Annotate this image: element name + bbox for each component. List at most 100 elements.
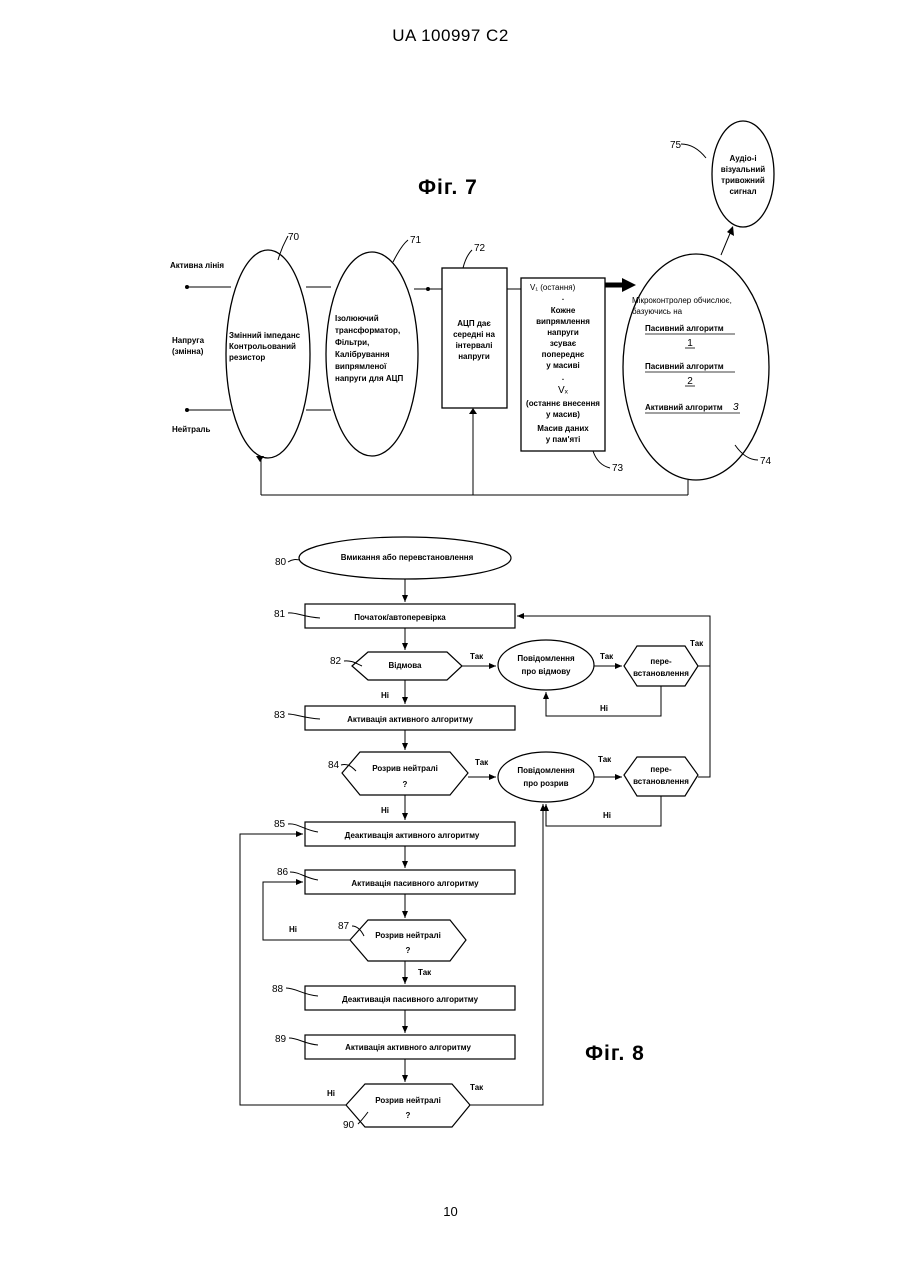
- node-83-text: Активація активного алгоритму: [347, 715, 473, 724]
- edge-84-no: Ні: [381, 806, 389, 815]
- edge-reset1-yes: Так: [690, 639, 704, 648]
- ref-85: 85: [274, 819, 286, 830]
- edge-90-no: Ні: [327, 1089, 335, 1098]
- msg-break-text-1: Повідомлення: [517, 766, 575, 775]
- block-75-line-4: сигнал: [729, 187, 756, 196]
- block-71-line-6: напруги для АЦП: [335, 374, 403, 383]
- block-73-a-6: у масиві: [546, 361, 579, 370]
- node-87-text-2: ?: [406, 946, 411, 955]
- block-71-line-5: випрямленої: [335, 362, 387, 371]
- block-74-intro-2: базуючись на: [632, 307, 683, 316]
- ref-88: 88: [272, 984, 284, 995]
- edge-reset1-no: Ні: [600, 704, 608, 713]
- block-71-line-3: Фільтри,: [335, 338, 369, 347]
- node-reset-1: [624, 646, 698, 686]
- ref-80: 80: [275, 557, 287, 568]
- node-msg-break: [498, 752, 594, 802]
- node-84-text-1: Розрив нейтралі: [372, 764, 438, 773]
- input-active-line: Активна лінія: [170, 261, 224, 270]
- block-74-intro-1: Мікроконтролер обчислює,: [632, 296, 732, 305]
- block-70-line-2: Контрольований: [229, 342, 296, 351]
- edge-87-no: Ні: [289, 925, 297, 934]
- edge-82-no: Ні: [381, 691, 389, 700]
- block-73-b-1: (останнє внесення: [526, 399, 600, 408]
- ref-83: 83: [274, 710, 286, 721]
- node-82-text: Відмова: [388, 661, 422, 670]
- page-number: 10: [0, 1204, 901, 1219]
- node-87-text-1: Розрив нейтралі: [375, 931, 441, 940]
- msg-fail-text-1: Повідомлення: [517, 654, 575, 663]
- ref-87: 87: [338, 921, 350, 932]
- node-90-text-1: Розрив нейтралі: [375, 1096, 441, 1105]
- fig8-title: Фіг. 8: [585, 1042, 645, 1065]
- block-72-line-4: напруги: [458, 352, 490, 361]
- block-70-line-1: Змінний імпеданс: [229, 331, 301, 340]
- msg-fail-text-2: про відмову: [522, 667, 571, 676]
- edge-82-yes: Так: [470, 652, 484, 661]
- edge-fail-yes: Так: [600, 652, 614, 661]
- fig7-title: Фіг. 7: [418, 176, 478, 199]
- block-75-line-3: тривожний: [721, 176, 765, 185]
- ref-84: 84: [328, 760, 340, 771]
- node-81-text: Початок/автоперевірка: [354, 613, 446, 622]
- ref-90: 90: [343, 1120, 355, 1131]
- block-73-a-3: напруги: [547, 328, 579, 337]
- input-neutral: Нейтраль: [172, 425, 210, 434]
- block-73-vx: Vₓ: [558, 385, 569, 396]
- edge-90-yes: Так: [470, 1083, 484, 1092]
- block-71-line-4: Калібрування: [335, 350, 390, 359]
- block-74-n1: 1: [687, 338, 693, 349]
- node-90: [346, 1084, 470, 1127]
- block-73-v1: V₁ (остання): [530, 283, 576, 292]
- edge-84-yes: Так: [475, 758, 489, 767]
- block-71-line-2: трансформатор,: [335, 326, 400, 335]
- block-73-a-5: попереднє: [542, 350, 585, 359]
- block-72-line-1: АЦП дає: [457, 319, 491, 328]
- block-73-b-4: у пам'яті: [546, 435, 581, 444]
- block-74-alg1: Пасивний алгоритм: [645, 324, 724, 333]
- block-71-line-1: Ізолюючий: [335, 314, 379, 323]
- block-73-a-2: випрямлення: [536, 317, 590, 326]
- edge-reset2-no: Ні: [603, 811, 611, 820]
- edge-87-yes: Так: [418, 968, 432, 977]
- block-73-dot-2: .: [562, 373, 564, 382]
- ref-89: 89: [275, 1034, 287, 1045]
- ref-75: 75: [670, 140, 682, 151]
- node-88-text: Деактивація пасивного алгоритму: [342, 995, 479, 1004]
- block-73-dot-1: .: [562, 293, 564, 302]
- block-73-b-2: у масив): [546, 410, 580, 419]
- block-72-line-3: інтервалі: [456, 341, 493, 350]
- node-89-text: Активація активного алгоритму: [345, 1043, 471, 1052]
- block-74-n3: 3: [733, 402, 739, 413]
- block-75-ellipse: [712, 121, 774, 227]
- reset-2-text-1: пере-: [650, 765, 672, 774]
- ref-70: 70: [288, 232, 300, 243]
- block-70-line-3: резистор: [229, 353, 265, 362]
- msg-break-text-2: про розрив: [523, 779, 568, 788]
- reset-2-text-2: встановлення: [633, 777, 689, 786]
- block-74-alg3: Активний алгоритм: [645, 403, 723, 412]
- ref-81: 81: [274, 609, 286, 620]
- node-90-text-2: ?: [406, 1111, 411, 1120]
- input-voltage-1: Напруга: [172, 336, 205, 345]
- node-86-text: Активація пасивного алгоритму: [351, 879, 479, 888]
- ref-73: 73: [612, 463, 624, 474]
- block-72-line-2: середні на: [453, 330, 495, 339]
- ref-74: 74: [760, 456, 772, 467]
- block-74-n2: 2: [687, 376, 693, 387]
- ref-72: 72: [474, 243, 486, 254]
- block-74-alg2: Пасивний алгоритм: [645, 362, 724, 371]
- reset-1-text-2: встановлення: [633, 669, 689, 678]
- edge-break-yes: Так: [598, 755, 612, 764]
- reset-1-text-1: пере-: [650, 657, 672, 666]
- ref-82: 82: [330, 656, 342, 667]
- node-85-text: Деактивація активного алгоритму: [345, 831, 480, 840]
- block-73-a-1: Кожне: [551, 306, 576, 315]
- ref-86: 86: [277, 867, 289, 878]
- ref-71: 71: [410, 235, 422, 246]
- node-80-text: Вмикання або перевстановлення: [341, 553, 474, 562]
- input-voltage-2: (змінна): [172, 347, 204, 356]
- block-75-line-2: візуальний: [721, 165, 765, 174]
